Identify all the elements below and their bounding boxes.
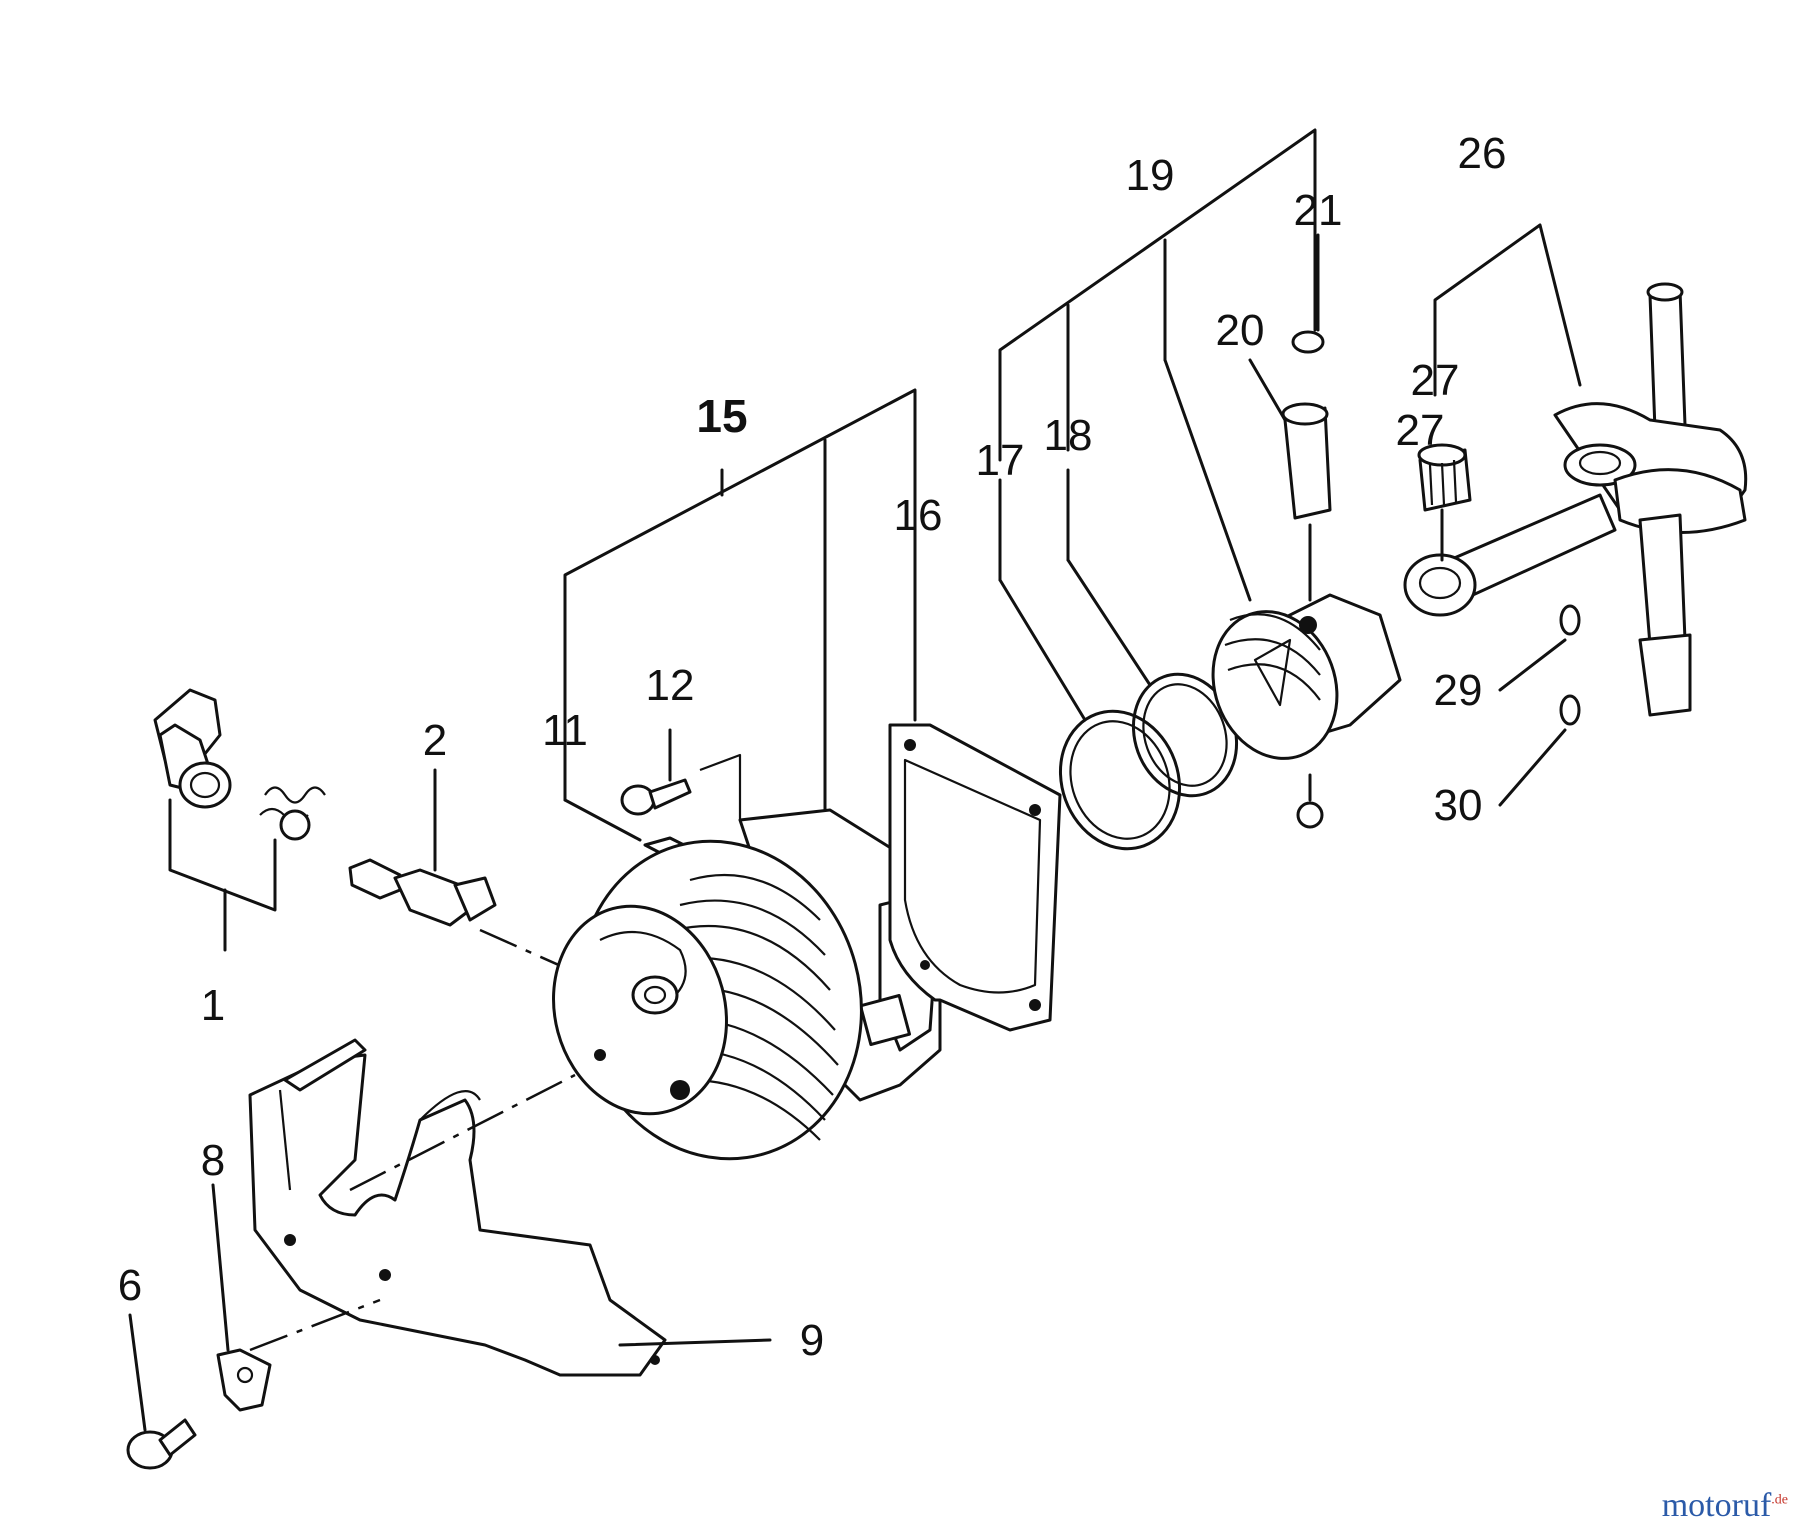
- label-part-29: 29: [1434, 666, 1483, 715]
- bracket-part-19: [998, 128, 1317, 602]
- label-part-26: 26: [1458, 129, 1507, 178]
- part-29-washer: [1498, 604, 1581, 692]
- label-part-20: 20: [1216, 306, 1265, 355]
- part-21-circlip: [1291, 233, 1325, 354]
- watermark-brand: motoruf: [1661, 1487, 1772, 1524]
- part-6-screw: [126, 1313, 197, 1470]
- part-2-spark-plug: [348, 768, 661, 1012]
- bracket-part-15: [563, 388, 917, 812]
- label-part-27-bottom: 27: [1396, 406, 1445, 455]
- label-part-19: 19: [1126, 151, 1175, 200]
- label-part-6: 6: [118, 1261, 142, 1310]
- part-8-clip: [211, 1183, 272, 1412]
- label-part-9: 9: [800, 1316, 824, 1365]
- part-27-needle-bearing: [1417, 443, 1472, 562]
- part-26-crankshaft: [1403, 282, 1748, 717]
- part-9-cover: [248, 1038, 772, 1377]
- part-1-plug-cap: [153, 688, 326, 952]
- label-part-2: 2: [423, 716, 447, 765]
- label-part-11: 11: [542, 706, 588, 755]
- watermark-logo: motoruf.de: [1662, 1487, 1788, 1525]
- label-part-16: 16: [894, 491, 943, 540]
- label-part-18: 18: [1044, 411, 1093, 460]
- bracket-part-26: [1433, 223, 1582, 397]
- label-part-17: 17: [976, 436, 1025, 485]
- label-part-27-top: 27: [1411, 356, 1460, 405]
- label-part-1: 1: [201, 981, 225, 1030]
- label-part-12: 12: [646, 661, 695, 710]
- part-15-cylinder: [552, 808, 942, 1161]
- part-16-gasket: [888, 528, 1062, 1032]
- watermark-suffix: .de: [1771, 1492, 1788, 1508]
- label-part-15: 15: [696, 390, 747, 442]
- label-part-30: 30: [1434, 781, 1483, 830]
- label-part-21: 21: [1294, 186, 1343, 235]
- part-20-piston-pin: [1248, 358, 1332, 602]
- part-12-screw: [620, 728, 742, 820]
- label-part-8: 8: [201, 1136, 225, 1185]
- part-19-piston: [1211, 593, 1402, 829]
- part-30-washer: [1498, 694, 1581, 807]
